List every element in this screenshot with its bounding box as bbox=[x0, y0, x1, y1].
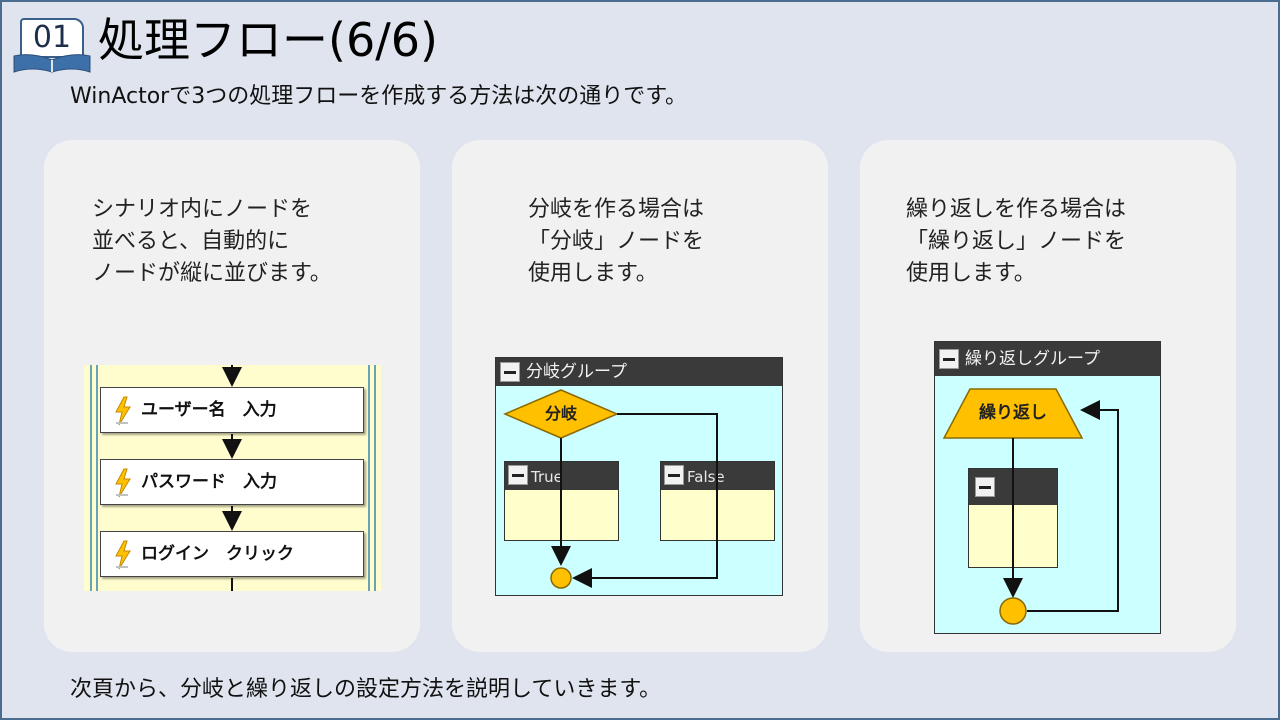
collapse-icon[interactable] bbox=[939, 349, 959, 369]
section-badge: 01 bbox=[12, 14, 92, 73]
node-label: ログイン クリック bbox=[141, 544, 294, 564]
loop-group: 繰り返しグループ bbox=[934, 341, 1161, 634]
flow-rail-right bbox=[374, 365, 376, 591]
node-login-click: ログイン クリック bbox=[100, 531, 364, 577]
collapse-icon[interactable] bbox=[664, 465, 684, 485]
true-branch-box: True bbox=[504, 461, 619, 541]
collapse-icon[interactable] bbox=[975, 477, 995, 497]
lightning-icon bbox=[115, 468, 131, 498]
section-number: 01 bbox=[20, 18, 84, 58]
node-username-input: ユーザー名 入力 bbox=[100, 387, 364, 433]
panel-loop-text: 繰り返しを作る場合は 「繰り返し」ノードを 使用します。 bbox=[906, 197, 1127, 286]
lightning-icon bbox=[115, 396, 131, 426]
loop-trapezoid-label: 繰り返し bbox=[979, 403, 1047, 423]
false-branch-header: False bbox=[661, 462, 774, 490]
flow-rail-left bbox=[90, 365, 92, 591]
node-password-input: パスワード 入力 bbox=[100, 459, 364, 505]
loop-group-header: 繰り返しグループ bbox=[935, 342, 1160, 376]
page-title: 処理フロー(6/6) bbox=[98, 13, 438, 67]
true-branch-label: True bbox=[531, 468, 563, 486]
lightning-icon bbox=[115, 540, 131, 570]
flow-rail-right-inner bbox=[368, 365, 370, 591]
branch-diamond-label: 分岐 bbox=[544, 404, 577, 423]
loop-body-box bbox=[968, 468, 1058, 568]
node-label: パスワード 入力 bbox=[141, 472, 277, 492]
branch-group-header: 分岐グループ bbox=[496, 358, 782, 386]
page-subtitle: WinActorで3つの処理フローを作成する方法は次の通りです。 bbox=[70, 84, 688, 109]
false-branch-label: False bbox=[687, 468, 725, 486]
panel-branch-text: 分岐を作る場合は 「分岐」ノードを 使用します。 bbox=[528, 197, 705, 286]
collapse-icon[interactable] bbox=[500, 362, 520, 382]
sequence-flow-diagram: ユーザー名 入力 パスワード 入力 ログイン クリック bbox=[84, 365, 381, 591]
panel-sequence-text: シナリオ内にノードを 並べると、自動的に ノードが縦に並びます。 bbox=[92, 197, 332, 286]
loop-body-header bbox=[969, 469, 1057, 505]
branch-group-title: 分岐グループ bbox=[526, 362, 627, 382]
node-label: ユーザー名 入力 bbox=[141, 400, 277, 420]
flow-rail-left-inner bbox=[96, 365, 98, 591]
branch-group: 分岐グループ True False bbox=[495, 357, 783, 596]
false-branch-box: False bbox=[660, 461, 775, 541]
collapse-icon[interactable] bbox=[508, 465, 528, 485]
loop-group-title: 繰り返しグループ bbox=[965, 349, 1100, 369]
page-footer-text: 次頁から、分岐と繰り返しの設定方法を説明していきます。 bbox=[70, 677, 662, 702]
true-branch-header: True bbox=[505, 462, 618, 490]
open-book-icon bbox=[13, 54, 91, 73]
